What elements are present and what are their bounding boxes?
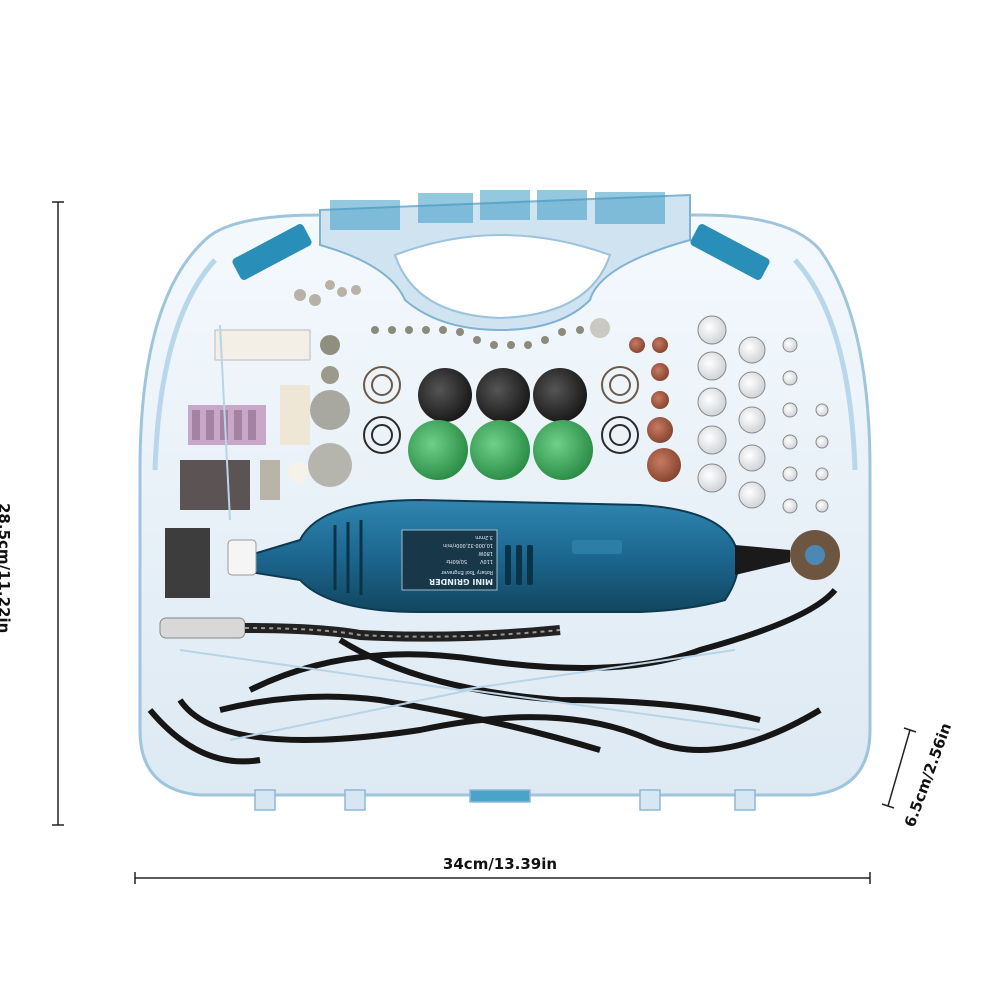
tool-label-extra: 3.2mm	[475, 534, 493, 540]
tool-label-subtitle: Rotary Tool Engraver	[441, 569, 493, 575]
tool-label-text-group: MINI GRINDER Rotary Tool Engraver 110V 5…	[402, 530, 497, 590]
cutting-discs	[697, 315, 829, 514]
case-handle[interactable]	[319, 190, 691, 332]
small-bits-top-left	[294, 280, 361, 384]
left-latch[interactable]	[231, 223, 313, 282]
tool-label-title: MINI GRINDER	[428, 577, 493, 586]
flap-wheel	[790, 530, 840, 580]
grinding-stone	[310, 390, 350, 430]
flex-shaft	[159, 617, 561, 642]
grinding-stone	[308, 443, 352, 487]
aluminum-oxide-stones	[629, 337, 681, 482]
polishing-bit	[288, 462, 308, 482]
tool-label-speed: 10,000-32,000r/min	[443, 542, 493, 548]
tool-label-power: 180W	[478, 550, 494, 556]
grinding-wheels-green	[408, 420, 593, 480]
felt-wheels-black	[418, 368, 587, 422]
bit-row	[371, 318, 610, 349]
wire-brushes	[363, 366, 639, 454]
width-dimension-label: 34cm/13.39in	[442, 855, 558, 873]
bottom-hinges	[254, 789, 756, 811]
right-latch[interactable]	[689, 223, 771, 282]
case-dividers	[179, 324, 761, 741]
depth-dimension-line	[887, 729, 911, 807]
tool-label-frequency: 50/60Hz	[446, 558, 467, 564]
tool-label-voltage: 110V	[480, 558, 493, 564]
left-accessories	[165, 329, 311, 598]
tool-label-plate	[401, 529, 498, 591]
